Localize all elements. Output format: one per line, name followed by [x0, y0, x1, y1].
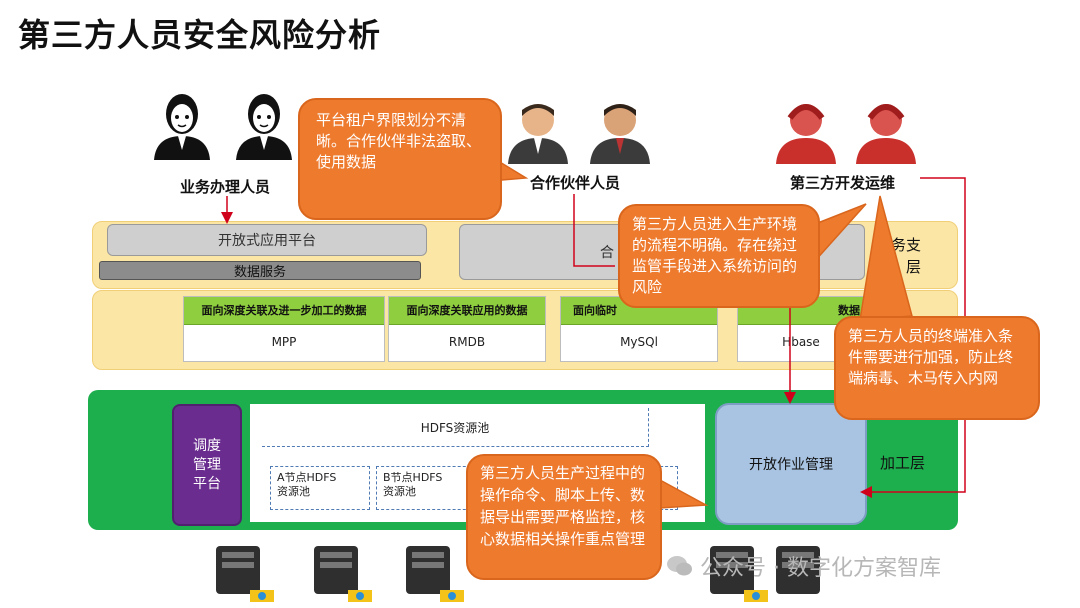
persona-label-thirdparty: 第三方开发运维	[790, 174, 896, 192]
data-column-db: MySQl	[620, 335, 658, 349]
data-column-header: 面向深度关联及进一步加工的数据	[184, 297, 384, 325]
processing-layer-label: 加工层	[880, 454, 926, 472]
data-service-bar: 数据服务	[99, 261, 421, 280]
data-column-header: 面向深度关联应用的数据	[389, 297, 545, 325]
person-icon	[776, 104, 836, 164]
wechat-icon	[666, 554, 694, 578]
thirdparty-people-icon	[776, 104, 916, 164]
watermark: 公众号 · 数字化方案智库	[700, 556, 941, 581]
servers-row	[216, 546, 820, 602]
server-icon	[406, 546, 464, 602]
person-icon	[590, 104, 650, 164]
risk-callout-entry-process: 第三方人员进入生产环境的流程不明确。存在绕过监管手段进入系统访问的风险	[618, 204, 820, 308]
open-app-platform-box: 开放式应用平台	[107, 224, 427, 256]
data-column-db: Hbase	[782, 335, 820, 349]
open-job-label: 开放作业管理	[749, 457, 833, 473]
service-layer-label-2: 层	[906, 258, 922, 276]
person-icon	[154, 94, 210, 160]
callout-tail-4	[659, 478, 709, 509]
open-app-platform-label: 开放式应用平台	[218, 233, 316, 249]
callout-text: 第三方人员生产过程中的操作命令、脚本上传、数据导出需要严格监控，核心数据相关操作…	[480, 464, 646, 548]
server-icon	[776, 546, 820, 594]
callout-text: 平台租户界限划分不清晰。合作伙伴非法盗取、使用数据	[316, 111, 482, 171]
arrow-partner-to-service	[573, 194, 615, 267]
open-job-management-box: 开放作业管理	[715, 403, 867, 525]
node-a-box: A节点HDFS 资源池	[270, 466, 370, 510]
data-column-db: RMDB	[448, 335, 486, 349]
risk-callout-tenant-boundary: 平台租户界限划分不清晰。合作伙伴非法盗取、使用数据	[298, 98, 502, 220]
data-column-db: MPP	[271, 335, 297, 349]
page-title: 第三方人员安全风险分析	[18, 16, 382, 54]
hdfs-pool-label: HDFS资源池	[262, 408, 649, 447]
partner-people-icon	[508, 104, 650, 164]
partner-service-label: 合	[600, 245, 614, 261]
person-icon	[508, 104, 568, 164]
callout-text: 第三方人员的终端准入条件需要进行加强，防止终端病毒、木马传入内网	[848, 327, 1014, 387]
risk-callout-terminal-access: 第三方人员的终端准入条件需要进行加强，防止终端病毒、木马传入内网	[834, 316, 1040, 420]
scheduler-box: 调度 管理 平台	[172, 404, 242, 526]
callout-text: 第三方人员进入生产环境的流程不明确。存在绕过监管手段进入系统访问的风险	[632, 215, 798, 296]
callout-tail-3	[859, 195, 913, 321]
data-service-label: 数据服务	[233, 265, 286, 280]
business-people-icon	[154, 94, 292, 160]
persona-label-business: 业务办理人员	[180, 178, 271, 196]
data-column-rmdb: 面向深度关联应用的数据 RMDB	[388, 296, 546, 362]
node-b-box: B节点HDFS 资源池	[376, 466, 476, 510]
person-icon	[856, 104, 916, 164]
data-column-mpp: 面向深度关联及进一步加工的数据 MPP	[183, 296, 385, 362]
server-icon	[314, 546, 372, 602]
server-icon	[216, 546, 274, 602]
person-icon	[236, 94, 292, 160]
risk-callout-operation-monitor: 第三方人员生产过程中的操作命令、脚本上传、数据导出需要严格监控，核心数据相关操作…	[466, 454, 662, 580]
persona-label-partner: 合作伙伴人员	[530, 174, 621, 192]
server-icon	[710, 546, 768, 602]
